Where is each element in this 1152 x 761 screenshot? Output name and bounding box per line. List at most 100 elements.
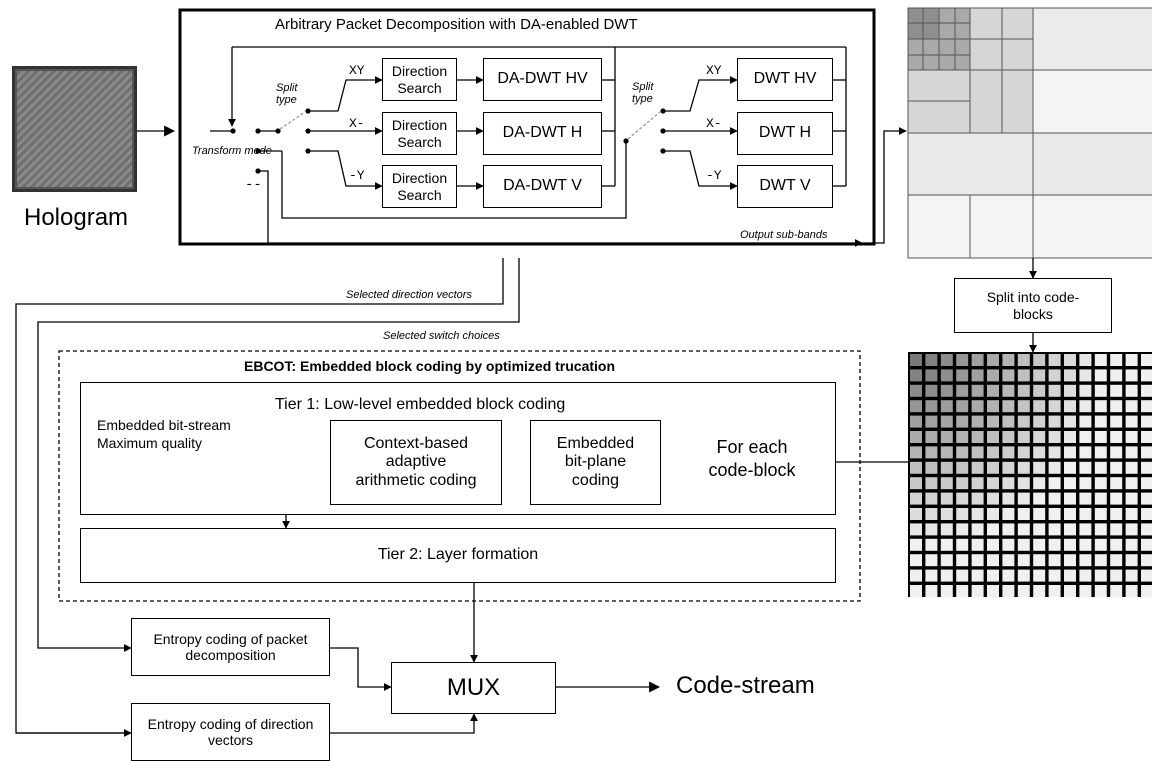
grid-cell	[1002, 446, 1015, 459]
grid-cell	[1141, 585, 1152, 597]
dwt-code-y: -Y	[706, 168, 722, 183]
grid-cell	[910, 446, 922, 459]
grid-cell	[940, 354, 953, 366]
grid-cell	[940, 492, 953, 505]
grid-cell	[971, 415, 984, 428]
grid-cell	[1141, 431, 1152, 443]
grid-cell	[940, 508, 953, 520]
grid-cell	[1141, 369, 1152, 382]
grid-cell	[940, 585, 953, 597]
tier1-title: Tier 1: Low-level embedded block coding	[275, 396, 566, 413]
grid-cell	[1079, 415, 1092, 428]
grid-cell	[1017, 492, 1030, 505]
grid-cell	[956, 477, 969, 490]
grid-cell	[971, 400, 984, 413]
bitstream-label-2: Maximum quality	[97, 435, 203, 451]
grid-cell	[1064, 461, 1076, 474]
grid-cell	[940, 461, 953, 474]
grid-cell	[971, 477, 984, 490]
grid-cell	[956, 585, 969, 597]
grid-cell	[1002, 508, 1015, 520]
output-subbands-label: Output sub-bands	[740, 229, 828, 241]
grid-cell	[1110, 461, 1123, 474]
grid-cell	[956, 461, 969, 474]
grid-cell	[971, 461, 984, 474]
grid-cell	[925, 492, 938, 505]
tier2-box: Tier 2: Layer formation	[80, 528, 836, 583]
grid-cell	[925, 415, 938, 428]
grid-cell	[1094, 585, 1107, 597]
grid-cell	[1017, 354, 1030, 366]
grid-cell	[971, 554, 984, 567]
grid-cell	[1017, 477, 1030, 490]
grid-cell	[1048, 569, 1061, 582]
grid-cell	[956, 431, 969, 443]
da-dwt-v: DA-DWT V	[483, 165, 602, 208]
grid-cell	[1141, 477, 1152, 490]
grid-cell	[987, 569, 999, 582]
grid-cell	[1017, 431, 1030, 443]
code-stream-label: Code-stream	[676, 672, 815, 699]
grid-cell	[987, 384, 999, 397]
grid-cell	[1017, 369, 1030, 382]
grid-cell	[1094, 569, 1107, 582]
grid-cell	[1094, 384, 1107, 397]
grid-cell	[940, 569, 953, 582]
grid-cell	[925, 569, 938, 582]
grid-cell	[940, 446, 953, 459]
grid-cell	[1064, 369, 1076, 382]
grid-cell	[1125, 446, 1138, 459]
grid-cell	[1094, 538, 1107, 551]
grid-cell	[1002, 538, 1015, 551]
grid-cell	[1125, 585, 1138, 597]
grid-cell	[1048, 446, 1061, 459]
grid-cell	[987, 585, 999, 597]
grid-cell	[1125, 538, 1138, 551]
grid-cell	[940, 554, 953, 567]
grid-cell	[1002, 585, 1015, 597]
grid-cell	[925, 477, 938, 490]
grid-cell	[1017, 415, 1030, 428]
grid-cell	[1002, 431, 1015, 443]
codeblock-grid-image	[908, 352, 1152, 597]
bitstream-label-1: Embedded bit-stream	[97, 417, 231, 433]
grid-cell	[940, 384, 953, 397]
grid-cell	[910, 431, 922, 443]
grid-cell	[971, 492, 984, 505]
grid-cell	[987, 354, 999, 366]
subband-image	[907, 7, 1152, 259]
grid-cell	[956, 369, 969, 382]
grid-cell	[971, 523, 984, 536]
grid-cell	[1017, 508, 1030, 520]
grid-cell	[1094, 461, 1107, 474]
grid-cell	[1079, 554, 1092, 567]
grid-cell	[1110, 384, 1123, 397]
grid-cell	[1110, 400, 1123, 413]
grid-cell	[925, 369, 938, 382]
grid-cell	[1033, 446, 1046, 459]
grid-cell	[956, 400, 969, 413]
grid-cell	[925, 461, 938, 474]
grid-cell	[1125, 354, 1138, 366]
grid-cell	[1094, 508, 1107, 520]
grid-cell	[956, 538, 969, 551]
mode-none-label: --	[245, 177, 262, 193]
entropy-vectors-box: Entropy coding of direction vectors	[131, 703, 330, 761]
grid-cell	[1079, 369, 1092, 382]
grid-cell	[971, 585, 984, 597]
grid-cell	[1002, 415, 1015, 428]
dwt-hv: DWT HV	[737, 58, 833, 101]
grid-cell	[1002, 554, 1015, 567]
grid-cell	[1079, 446, 1092, 459]
grid-cell	[987, 400, 999, 413]
grid-cell	[925, 400, 938, 413]
grid-cell	[987, 523, 999, 536]
grid-cell	[1125, 477, 1138, 490]
grid-cell	[1110, 369, 1123, 382]
grid-cell	[956, 523, 969, 536]
grid-cell	[1017, 446, 1030, 459]
grid-cell	[1110, 508, 1123, 520]
grid-cell	[1017, 461, 1030, 474]
grid-cell	[1064, 523, 1076, 536]
grid-cell	[1125, 415, 1138, 428]
